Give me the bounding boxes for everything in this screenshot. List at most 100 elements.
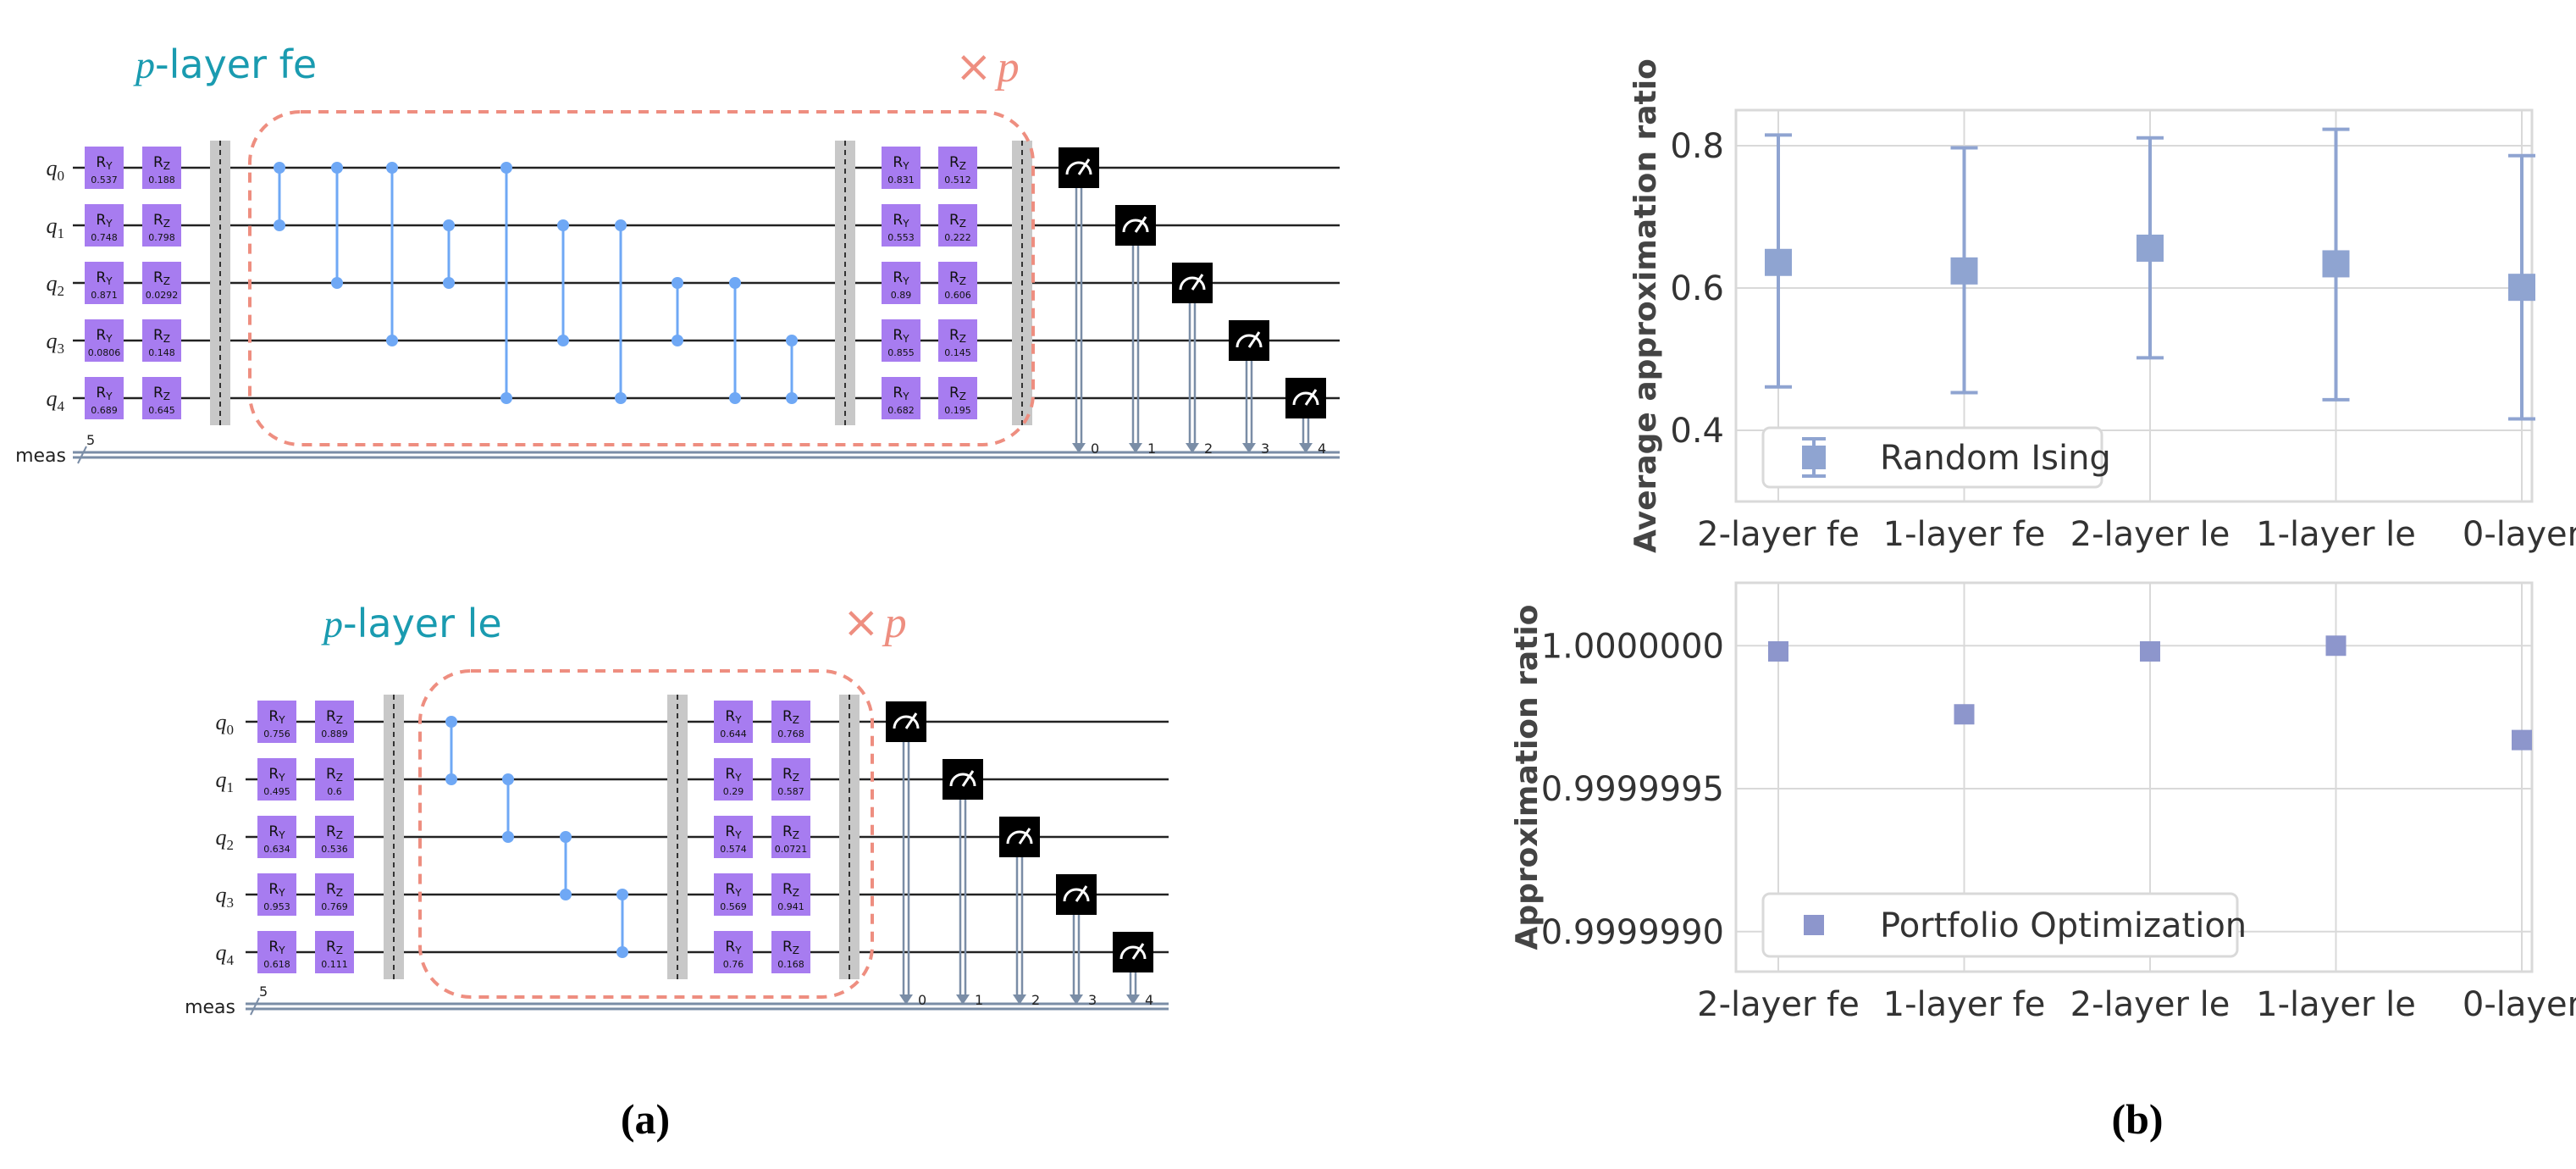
qubit-label: q0 (216, 710, 235, 738)
legend-marker (1802, 446, 1826, 469)
gate-name: RZ (326, 939, 343, 956)
gate-box (315, 873, 354, 916)
cz-control-dot (616, 889, 628, 900)
qubit-label: q2 (47, 271, 65, 299)
measurement-arrow (1186, 443, 1199, 453)
gate-box (714, 816, 753, 858)
gate-parameter: 0.941 (777, 901, 804, 912)
y-tick-label: 0.9999995 (1541, 770, 1724, 809)
data-point (2137, 234, 2164, 262)
cz-control-dot (443, 219, 455, 231)
rotation-gate: RY0.76 (714, 931, 753, 973)
gate-box (771, 758, 810, 801)
cz-control-dot (502, 773, 514, 785)
rotation-gate: RZ 0.768 (771, 701, 810, 743)
gate-box (142, 204, 181, 247)
gate-parameter: 0.0806 (88, 347, 121, 358)
gate-box (938, 204, 977, 247)
y-tick-label: 0.4 (1670, 412, 1724, 451)
qubit-label: q1 (47, 213, 65, 241)
rotation-gate: RY0.569 (714, 873, 753, 916)
measurement-gate (943, 759, 983, 800)
meter-box (999, 817, 1040, 857)
gate-box (257, 873, 296, 916)
qubit-label: q2 (216, 825, 235, 853)
meter-needle (1018, 828, 1031, 845)
register-slash (250, 997, 260, 1016)
legend-label: Random Ising (1880, 439, 2111, 478)
x-tick-label: 2-layer le (2070, 985, 2231, 1024)
gate-name: RY (725, 766, 742, 784)
rotation-gate: RY0.495 (257, 758, 296, 801)
classical-bit-index: 4 (1318, 440, 1326, 457)
gate-parameter: 0.769 (321, 901, 348, 912)
rotation-gate: RY0.756 (257, 701, 296, 743)
cz-control-dot (445, 716, 457, 728)
gate-name: RY (893, 327, 909, 345)
rotation-gate: RY0.553 (882, 204, 920, 247)
cz-control-dot (445, 773, 457, 785)
gate-name: RZ (949, 269, 966, 287)
gate-parameter: 0.168 (777, 959, 804, 970)
gate-box (882, 319, 920, 362)
meter-icon (1122, 219, 1149, 233)
gate-name: RZ (782, 708, 799, 726)
rotation-gate: RZ0.0292 (142, 262, 181, 304)
gate-box (714, 931, 753, 973)
gate-parameter: 0.0721 (775, 844, 808, 855)
gate-parameter: 0.618 (263, 959, 290, 970)
gate-name: RZ (326, 823, 343, 841)
meter-box (886, 701, 926, 742)
gate-parameter: 0.831 (887, 175, 915, 186)
cz-control-dot (672, 277, 683, 289)
gate-name: RY (725, 939, 742, 956)
gate-name: RY (268, 708, 285, 726)
gate-box (142, 319, 181, 362)
legend: Random Ising (1761, 426, 2111, 489)
gate-name: RZ (326, 766, 343, 784)
gate-box (938, 262, 977, 304)
measurement-gate (999, 817, 1040, 857)
classical-bit-index: 2 (1031, 992, 1040, 1008)
gate-name: RZ (153, 327, 170, 345)
gate-name: RZ (326, 708, 343, 726)
meter-needle (1077, 158, 1091, 175)
gate-parameter: 0.537 (91, 175, 118, 186)
rotation-gate: RY0.537 (85, 147, 124, 189)
measurement-arrow (899, 994, 913, 1005)
repeat-block-outline (248, 110, 1035, 446)
gate-box (85, 377, 124, 419)
rotation-gate: RY0.89 (882, 262, 920, 304)
repeat-block-outline (418, 669, 874, 999)
data-point (2508, 274, 2535, 302)
meter-box (1115, 205, 1156, 246)
gate-parameter: 0.768 (777, 729, 804, 740)
x-tick-label: 2-layer le (2070, 515, 2231, 554)
gate-parameter: 0.689 (91, 405, 118, 416)
gate-parameter: 0.644 (720, 729, 747, 740)
gate-parameter: 0.645 (148, 405, 175, 416)
gate-name: RZ (153, 385, 170, 402)
rotation-gate: RZ0.222 (938, 204, 977, 247)
cz-control-dot (274, 162, 285, 174)
rotation-gate: RY0.29 (714, 758, 753, 801)
gate-name: RZ (326, 881, 343, 899)
cz-control-dot (331, 162, 343, 174)
circuit-le-title: p-layer le (321, 601, 502, 646)
rotation-gate: RZ0.111 (315, 931, 354, 973)
gate-box (882, 262, 920, 304)
rotation-gate: RY0.748 (85, 204, 124, 247)
meter-icon (1179, 276, 1206, 291)
gate-name: RY (96, 327, 113, 345)
cz-control-dot (786, 335, 798, 346)
rotation-gate: RZ 0.645 (142, 377, 181, 419)
classical-bit-index: 3 (1088, 992, 1097, 1008)
gate-name: RY (725, 823, 742, 841)
classical-bit-index: 1 (975, 992, 983, 1008)
classical-bit-index: 1 (1147, 440, 1156, 457)
gate-box (315, 931, 354, 973)
gate-parameter: 0.855 (887, 347, 915, 358)
circuit-fe-title: p-layer fe (133, 42, 317, 87)
meter-box (1059, 147, 1099, 188)
